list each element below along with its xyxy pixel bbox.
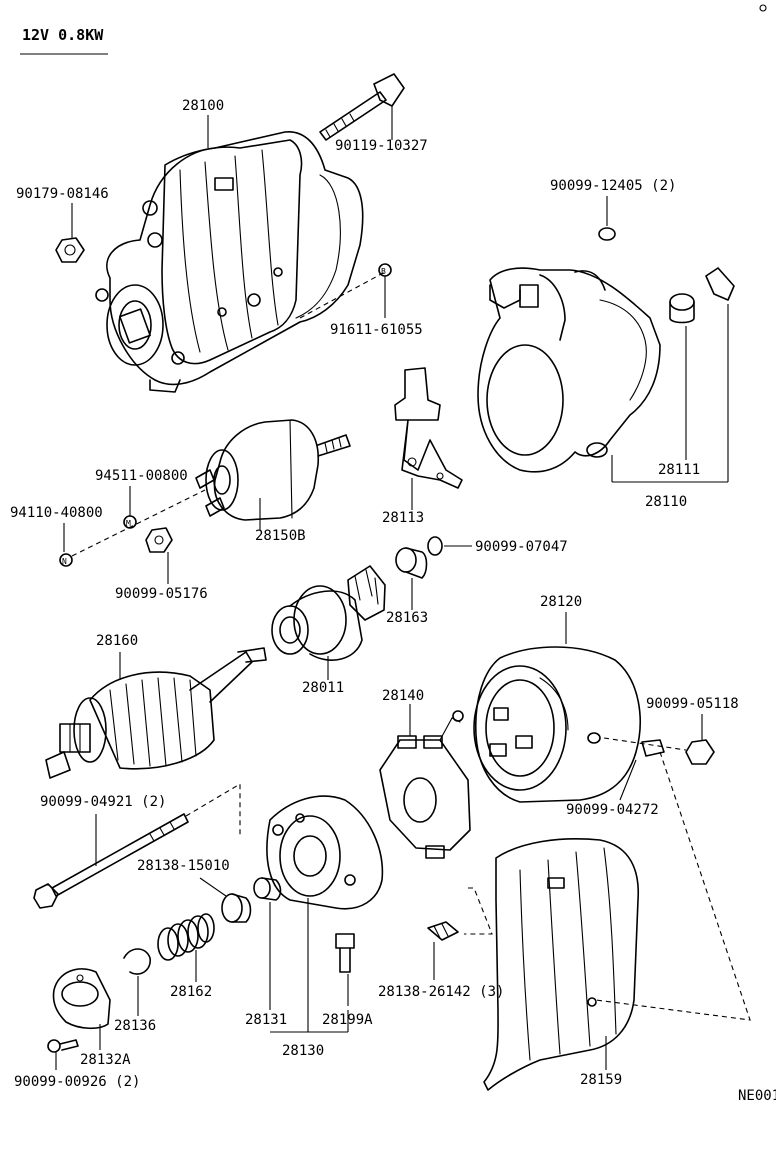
spring-28162 — [157, 913, 215, 961]
label-94511-00800: 94511-00800 — [95, 468, 188, 484]
drive-lever-28113 — [394, 367, 463, 489]
marker-n-text: N — [62, 557, 67, 566]
solenoid-28150B — [195, 419, 351, 521]
marker-m-icon — [123, 515, 137, 529]
starter-assembly-28100 — [95, 131, 364, 393]
dashed-link-yoke — [603, 737, 687, 751]
label-28160: 28160 — [96, 633, 138, 649]
screw-90099-00926 — [47, 1039, 79, 1053]
drive-housing-28110 — [477, 267, 661, 473]
voltage-rating-title: 12V 0.8KW — [22, 26, 104, 44]
through-bolt-90119-10327 — [319, 73, 405, 141]
label-28131: 28131 — [245, 1012, 287, 1028]
label-90099-05118: 90099-05118 — [646, 696, 739, 712]
label-28163: 28163 — [386, 610, 428, 626]
label-28100: 28100 — [182, 98, 224, 114]
cover-28159 — [483, 838, 640, 1091]
clip-28136 — [123, 948, 151, 975]
collar-28138-15010 — [221, 893, 252, 923]
yoke-28120 — [473, 646, 641, 803]
snap-ring-90099-07047 — [427, 536, 443, 556]
label-28130: 28130 — [282, 1043, 324, 1059]
bushing-28131 — [253, 877, 282, 901]
label-28199A: 28199A — [322, 1012, 373, 1028]
screw-90099-04272 — [641, 739, 665, 757]
dashed-link-b — [299, 271, 386, 319]
bushing-28111 — [669, 293, 695, 324]
label-90099-07047: 90099-07047 — [475, 539, 568, 555]
label-28136: 28136 — [114, 1018, 156, 1034]
through-bolt-90099-04921 — [33, 813, 189, 909]
label-28132A: 28132A — [80, 1052, 131, 1068]
brush-holder-28140 — [379, 710, 471, 859]
washer-90099-12405 — [598, 227, 616, 241]
end-frame-28130 — [266, 795, 384, 910]
nut-90099-05118 — [685, 739, 715, 765]
marker-m-text: M — [126, 519, 131, 528]
seal-plate-28110 — [705, 267, 735, 301]
label-28111: 28111 — [658, 462, 700, 478]
plug-28199A — [335, 933, 355, 973]
label-91611-61055: 91611-61055 — [330, 322, 423, 338]
label-28011: 28011 — [302, 680, 344, 696]
end-cover-28132A — [52, 968, 111, 1030]
dashed-link-terminal — [71, 489, 206, 557]
label-94110-40800: 94110-40800 — [10, 505, 103, 521]
label-90099-05176: 90099-05176 — [115, 586, 208, 602]
label-28140: 28140 — [382, 688, 424, 704]
label-28150B: 28150B — [255, 528, 306, 544]
label-90099-04921: 90099-04921 (2) — [40, 794, 166, 810]
corner-mark — [759, 4, 767, 12]
label-28110: 28110 — [645, 494, 687, 510]
nut-90099-05176 — [145, 527, 173, 553]
label-90099-00926: 90099-00926 (2) — [14, 1074, 140, 1090]
label-28120: 28120 — [540, 594, 582, 610]
bearing-28163 — [395, 547, 428, 579]
armature-28160 — [45, 647, 267, 779]
brush-28138-26142 — [427, 921, 459, 941]
dashed-link-through-bolt — [185, 783, 241, 836]
starter-clutch-28011 — [271, 565, 386, 661]
label-90179-08146: 90179-08146 — [16, 186, 109, 202]
label-28159: 28159 — [580, 1072, 622, 1088]
marker-b-text: B — [381, 267, 386, 276]
label-90119-10327: 90119-10327 — [335, 138, 428, 154]
label-28113: 28113 — [382, 510, 424, 526]
marker-n-icon — [59, 553, 73, 567]
dashed-link-cover — [595, 751, 751, 1021]
leader-90099-04272 — [619, 759, 637, 801]
label-28162: 28162 — [170, 984, 212, 1000]
label-28138-26142: 28138-26142 (3) — [378, 984, 504, 1000]
leader-28138-15010 — [199, 877, 227, 897]
label-90099-12405: 90099-12405 (2) — [550, 178, 676, 194]
nut-90179-08146 — [55, 237, 85, 263]
label-28138-15010: 28138-15010 — [137, 858, 230, 874]
diagram-code: NE0011A — [738, 1088, 776, 1104]
dashed-link-brush — [464, 887, 493, 935]
label-90099-04272: 90099-04272 — [566, 802, 659, 818]
